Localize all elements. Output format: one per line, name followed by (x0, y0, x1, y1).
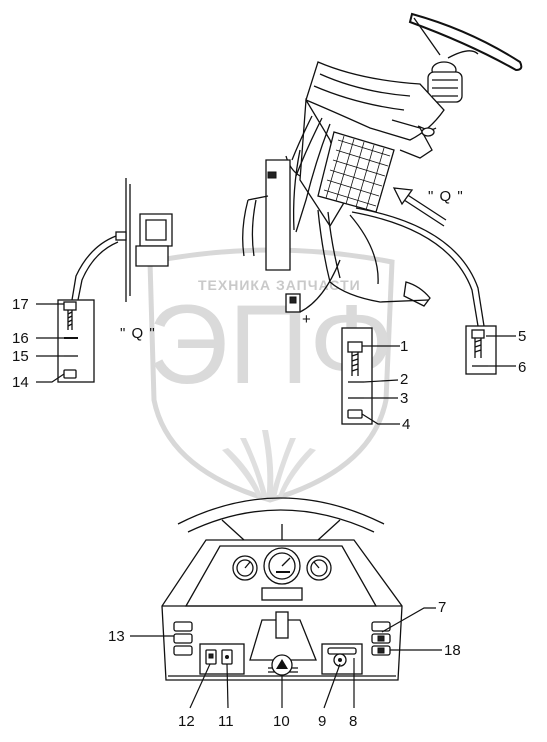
callout-12: 12 (178, 713, 195, 730)
callout-18: 18 (444, 642, 461, 659)
nut-icon (63, 369, 77, 379)
callout-8: 8 (349, 713, 357, 730)
callout-5: 5 (518, 328, 526, 345)
callout-16: 16 (12, 330, 29, 347)
center-hardware-panel (341, 327, 373, 425)
switch-icon (173, 621, 193, 632)
callout-10: 10 (273, 713, 290, 730)
view-q-arrow: " Q " (392, 187, 464, 227)
callout-6: 6 (518, 359, 526, 376)
view-q-label: " Q " (120, 325, 156, 342)
fuse-block-grid (323, 135, 391, 211)
callout-3: 3 (400, 390, 408, 407)
watermark-text: ТЕХНИКА ЗАПЧАСТИ (198, 277, 361, 293)
switch-icon (371, 621, 391, 632)
view-q-arrow-label: " Q " (428, 188, 464, 205)
callout-4: 4 (402, 416, 410, 433)
callout-1: 1 (400, 338, 408, 355)
callout-leaders (36, 303, 516, 709)
wheat-icon (222, 430, 316, 500)
callout-numbers: 1 2 3 4 5 6 7 8 9 10 11 12 13 14 15 16 1… (12, 296, 526, 730)
switch-icon (173, 633, 193, 644)
callout-2: 2 (400, 371, 408, 388)
switch-icon (327, 647, 357, 655)
nut-icon (347, 409, 363, 419)
svg-text:+: + (302, 311, 311, 328)
bolt-icon (347, 341, 363, 353)
switch-icon (173, 645, 193, 656)
bolt-icon (471, 329, 485, 339)
left-bracket-detail (71, 178, 173, 302)
dashboard-assembly (161, 497, 403, 681)
left-hardware-panel (57, 299, 95, 383)
callout-7: 7 (438, 599, 446, 616)
callout-11: 11 (218, 713, 234, 730)
callout-13: 13 (108, 628, 125, 645)
callout-9: 9 (318, 713, 326, 730)
steering-column-assembly: + (242, 12, 523, 328)
bolt-icon (63, 301, 77, 311)
callout-17: 17 (12, 296, 29, 313)
callout-15: 15 (12, 348, 29, 365)
callout-14: 14 (12, 374, 29, 391)
